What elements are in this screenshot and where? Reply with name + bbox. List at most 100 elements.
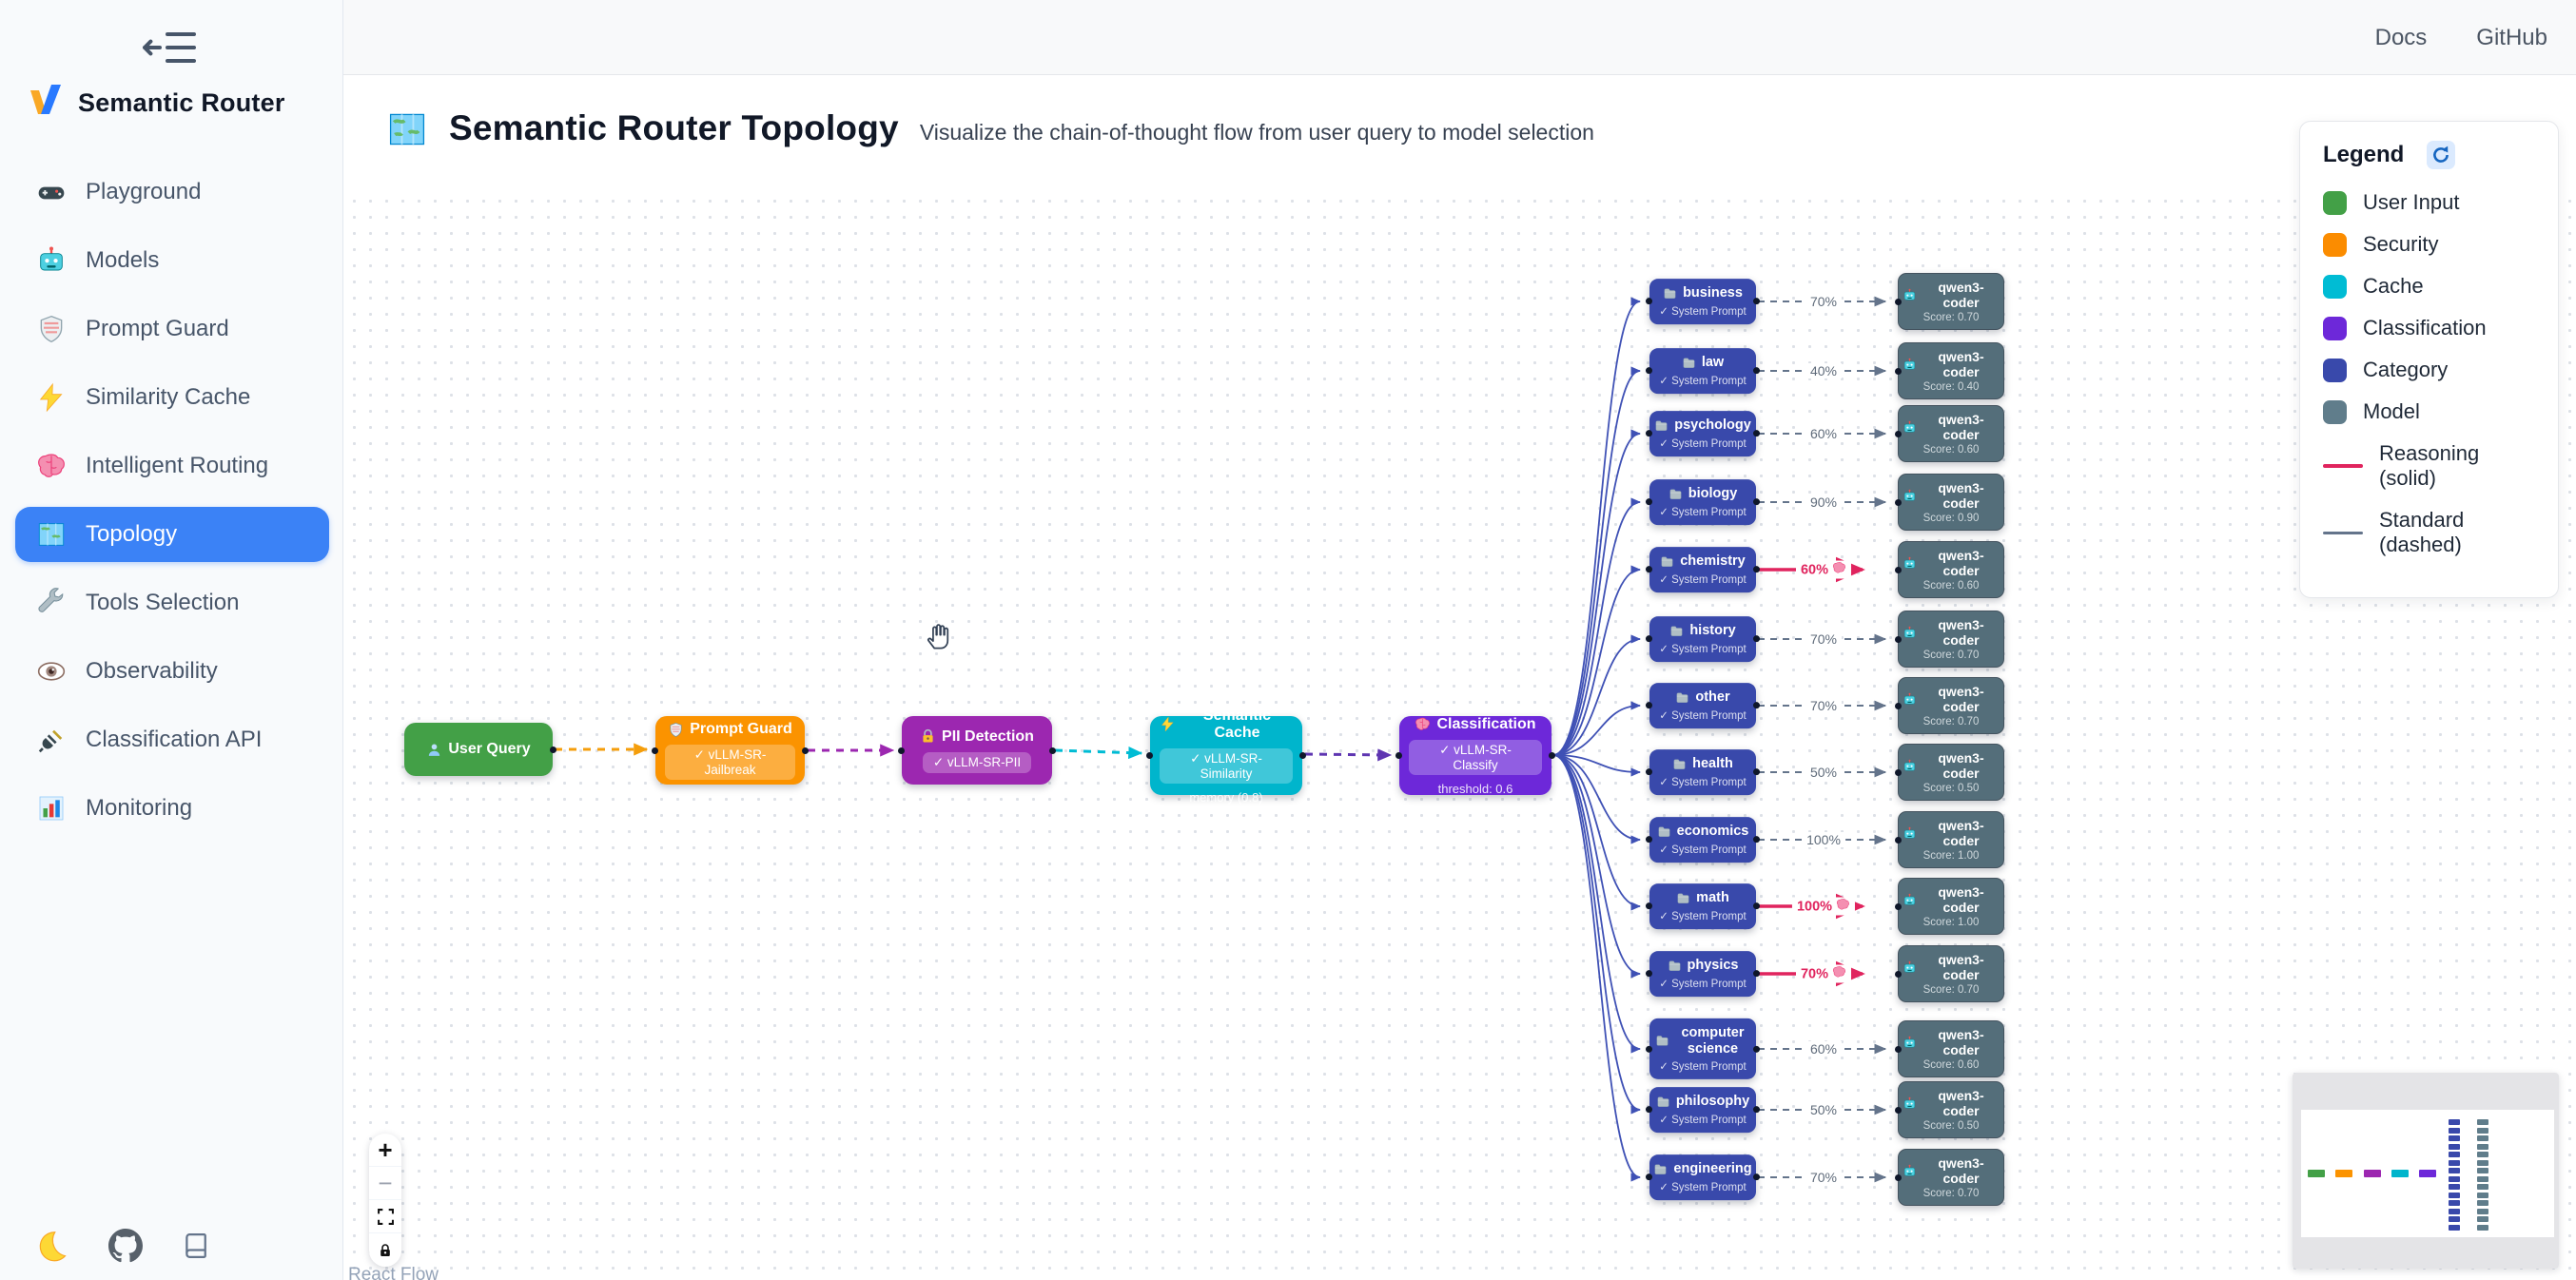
category-node-other[interactable]: other✓ System Prompt [1646,683,1760,728]
zoom-out-button[interactable]: − [369,1167,401,1200]
sidebar-item-models[interactable]: Models [15,233,329,288]
category-node-health[interactable]: health✓ System Prompt [1646,749,1760,795]
minimap-node [2449,1143,2460,1150]
sidebar-item-similarity-cache[interactable]: Similarity Cache [15,370,329,425]
edge-percentage: 100% [1796,899,1833,914]
chart-icon [36,793,67,824]
theme-toggle-moon-icon[interactable] [34,1229,68,1263]
zoom-in-button[interactable]: + [369,1134,401,1167]
brain-icon [1415,716,1431,732]
github-icon[interactable] [108,1229,143,1263]
node-handle [1753,768,1760,776]
sidebar-item-playground[interactable]: Playground [15,165,329,220]
app-title: Semantic Router [78,88,285,117]
category-subtitle: ✓ System Prompt [1659,1114,1747,1126]
category-node-computer-science[interactable]: computer science✓ System Prompt [1646,1018,1760,1080]
fit-view-button[interactable] [369,1200,401,1233]
category-name: biology [1688,486,1738,502]
category-node-biology[interactable]: biology✓ System Prompt [1646,479,1760,525]
sidebar-collapse-button[interactable] [143,29,200,67]
app-logo[interactable]: Semantic Router [27,82,285,125]
category-node-law[interactable]: law✓ System Prompt [1646,348,1760,394]
model-score: Score: 1.00 [1922,850,1980,862]
category-node-engineering[interactable]: engineering✓ System Prompt [1646,1154,1760,1200]
minimap-node [2449,1184,2460,1190]
shieldnode-icon [668,722,684,738]
node-user-query[interactable]: User Query [404,723,556,776]
edge-label: 70% [1805,294,1843,309]
docs-book-icon[interactable] [183,1230,211,1262]
minimap-node [2364,1170,2381,1177]
sidebar-item-intelligent-routing[interactable]: Intelligent Routing [15,438,329,494]
node-handle [1753,902,1760,910]
node-title: Prompt Guard [690,721,792,737]
shield-icon [36,314,67,344]
sidebar-item-observability[interactable]: Observability [15,644,329,699]
node-title: PII Detection [942,727,1034,745]
flow-canvas[interactable]: User Query Prompt Guard✓ vLLM-SR-Jailbrea… [344,75,2576,1280]
category-node-chemistry[interactable]: chemistry✓ System Prompt [1646,547,1760,592]
category-node-philosophy[interactable]: philosophy✓ System Prompt [1646,1087,1760,1133]
flow-minimap[interactable] [2293,1073,2559,1269]
docs-link[interactable]: Docs [2374,24,2428,50]
sidebar-item-label: Tools Selection [86,590,240,615]
minimap-node [2477,1208,2488,1214]
category-name: economics [1676,824,1749,840]
category-node-math[interactable]: math✓ System Prompt [1646,883,1760,929]
github-link[interactable]: GitHub [2476,24,2547,50]
refresh-icon[interactable] [2427,141,2456,169]
sidebar-item-topology[interactable]: Topology [15,507,329,562]
reasoning-line-swatch [2323,464,2363,468]
node-handle [652,747,658,754]
category-node-business[interactable]: business✓ System Prompt [1646,279,1760,324]
edge-percentage: 50% [1809,765,1838,780]
legend-item: Classification [2323,316,2535,340]
node-prompt-guard[interactable]: Prompt Guard✓ vLLM-SR-Jailbreak [652,716,809,785]
folder-icon [1669,624,1684,638]
lock-toggle-button[interactable] [369,1233,401,1267]
node-pii-detection[interactable]: PII Detection✓ vLLM-SR-PII [898,716,1056,785]
node-handle [1753,836,1760,844]
sidebar-item-monitoring[interactable]: Monitoring [15,781,329,836]
edge-label: 100% [1802,832,1845,847]
edge-percentage: 90% [1809,495,1838,510]
edge-label: 50% [1805,1102,1843,1117]
model-score: Score: 0.90 [1922,513,1980,524]
category-name: physics [1687,958,1739,974]
minimap-node [2477,1200,2488,1206]
node-handle [1646,498,1652,506]
react-flow-attribution[interactable]: React Flow [348,1265,439,1280]
node-handle [1646,702,1652,709]
legend-line-item: Standard (dashed) [2323,508,2535,557]
category-node-economics[interactable]: economics✓ System Prompt [1646,817,1760,863]
category-node-psychology[interactable]: psychology✓ System Prompt [1646,411,1760,456]
category-node-history[interactable]: history✓ System Prompt [1646,616,1760,662]
folder-icon [1669,487,1683,501]
page-title: Semantic Router Topology [449,108,899,147]
legend-swatch [2323,232,2347,257]
sidebar-item-tools-selection[interactable]: Tools Selection [15,575,329,630]
node-handle [1753,1173,1760,1181]
minimap-node [2449,1216,2460,1222]
sidebar-item-prompt-guard[interactable]: Prompt Guard [15,301,329,357]
sidebar-item-classification-api[interactable]: Classification API [15,712,329,767]
edge-label: 60% [1805,1041,1843,1057]
category-node-physics[interactable]: physics✓ System Prompt [1646,951,1760,997]
